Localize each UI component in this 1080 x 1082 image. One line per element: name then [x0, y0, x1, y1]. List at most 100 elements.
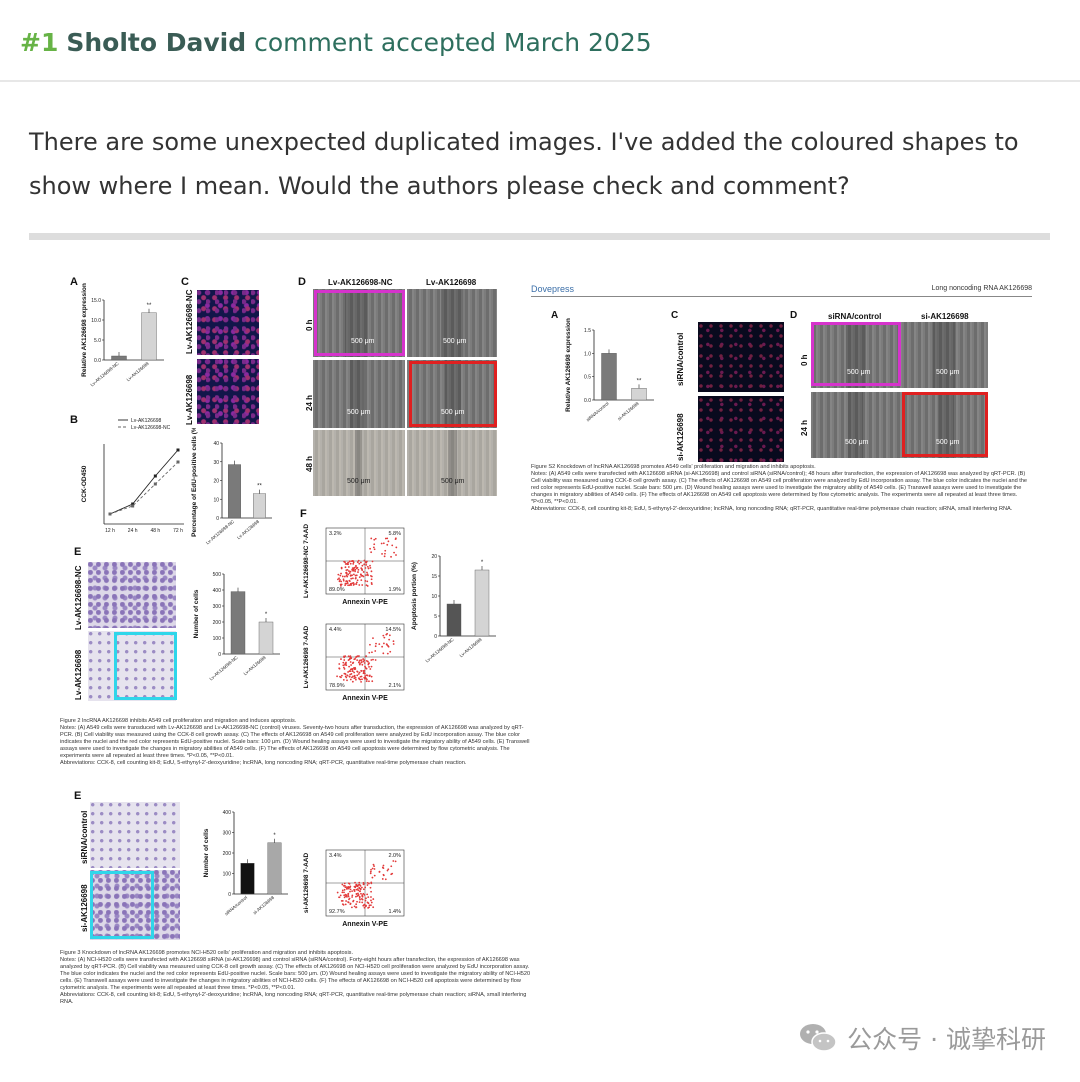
event-dot — [360, 680, 362, 683]
event-dot — [350, 657, 353, 660]
event-dot — [370, 675, 373, 678]
event-dot — [347, 892, 350, 895]
event-dot — [350, 664, 353, 666]
event-dot — [372, 898, 375, 900]
event-dot — [359, 898, 361, 901]
event-dot — [368, 904, 371, 907]
event-dot — [356, 579, 359, 582]
y-tick-label: 0 — [218, 652, 221, 658]
event-dot — [357, 661, 360, 664]
event-dot — [383, 636, 386, 639]
event-dot — [343, 575, 346, 578]
event-dot — [341, 883, 344, 886]
data-point — [131, 502, 135, 506]
event-dot — [338, 577, 340, 580]
event-dot — [360, 661, 363, 663]
event-dot — [343, 656, 346, 659]
event-dot — [370, 896, 372, 898]
event-dot — [372, 658, 374, 661]
event-dot — [367, 907, 369, 909]
event-dot — [382, 864, 385, 867]
event-dot — [373, 543, 376, 546]
event-dot — [355, 883, 358, 886]
event-dot — [386, 652, 389, 655]
event-dot — [356, 561, 359, 564]
event-dot — [385, 633, 388, 636]
event-dot — [369, 904, 372, 907]
event-dot — [355, 655, 358, 658]
event-dot — [337, 573, 340, 576]
event-dot — [338, 580, 341, 583]
event-dot — [361, 895, 364, 898]
header-divider — [0, 80, 1080, 82]
event-dot — [370, 882, 373, 885]
panel-letter-a: A — [70, 276, 78, 288]
event-dot — [374, 645, 377, 648]
event-dot — [385, 643, 388, 645]
event-dot — [366, 893, 369, 896]
legend-label: Lv-AK126698-NC — [131, 425, 171, 431]
event-dot — [363, 672, 366, 675]
y-tick-label: 0 — [228, 892, 231, 898]
event-dot — [358, 886, 361, 889]
comment-number[interactable]: #1 — [20, 27, 59, 57]
event-dot — [390, 865, 393, 868]
quadrant-q4-value: 1.9% — [388, 587, 401, 593]
panel-letter-d: D — [298, 276, 306, 288]
event-dot — [382, 652, 385, 655]
event-dot — [391, 544, 394, 547]
event-dot — [355, 564, 357, 567]
event-dot — [358, 584, 361, 586]
event-dot — [352, 562, 355, 565]
event-dot — [344, 672, 347, 675]
y-tick-label: 0.0 — [584, 398, 591, 404]
y-tick-label: 500 — [213, 572, 222, 578]
event-dot — [373, 548, 376, 551]
event-dot — [359, 678, 362, 681]
event-dot — [372, 863, 375, 866]
event-dot — [387, 540, 390, 543]
event-dot — [373, 538, 376, 541]
event-dot — [370, 659, 373, 661]
event-dot — [365, 674, 368, 677]
quadrant-q1-value: 3.4% — [329, 853, 342, 859]
category-label: Lv-AK126698-NC — [89, 360, 120, 387]
event-dot — [353, 890, 356, 893]
event-dot — [366, 565, 369, 568]
event-dot — [351, 574, 354, 577]
fig-s2-caption-abbr: Abbreviations: CCK-8, cell counting kit-… — [531, 506, 1013, 512]
event-dot — [353, 671, 356, 674]
fig2-caption-notes: Notes: (A) A549 cells were transduced wi… — [60, 725, 530, 759]
event-dot — [348, 579, 351, 582]
event-dot — [374, 659, 377, 661]
category-label: Lv-AK126698 — [126, 361, 150, 383]
event-dot — [386, 537, 389, 540]
bar — [111, 355, 127, 361]
event-dot — [340, 584, 342, 587]
event-dot — [380, 542, 383, 545]
event-dot — [357, 571, 359, 573]
event-dot — [356, 900, 358, 903]
event-dot — [339, 574, 342, 577]
fig3-e-row-ctrl: siRNA/control — [80, 810, 89, 864]
event-dot — [344, 655, 347, 658]
event-dot — [361, 898, 364, 901]
y-tick-label: 0 — [434, 634, 437, 640]
comment-author[interactable]: Sholto David — [66, 27, 247, 57]
event-dot — [350, 584, 353, 586]
event-dot — [346, 582, 349, 585]
event-dot — [368, 680, 370, 683]
event-dot — [351, 896, 353, 898]
fig-s2-running-title: Long noncoding RNA AK126698 — [931, 285, 1032, 292]
event-dot — [355, 892, 358, 895]
series-line — [109, 461, 179, 515]
fig2-e-image-nc — [88, 562, 176, 628]
event-dot — [372, 637, 374, 640]
event-dot — [353, 905, 356, 908]
y-tick-label: 5.0 — [94, 338, 101, 344]
y-tick-label: 30 — [213, 460, 219, 466]
quadrant-q2-value: 5.8% — [388, 531, 401, 537]
event-dot — [384, 878, 387, 881]
